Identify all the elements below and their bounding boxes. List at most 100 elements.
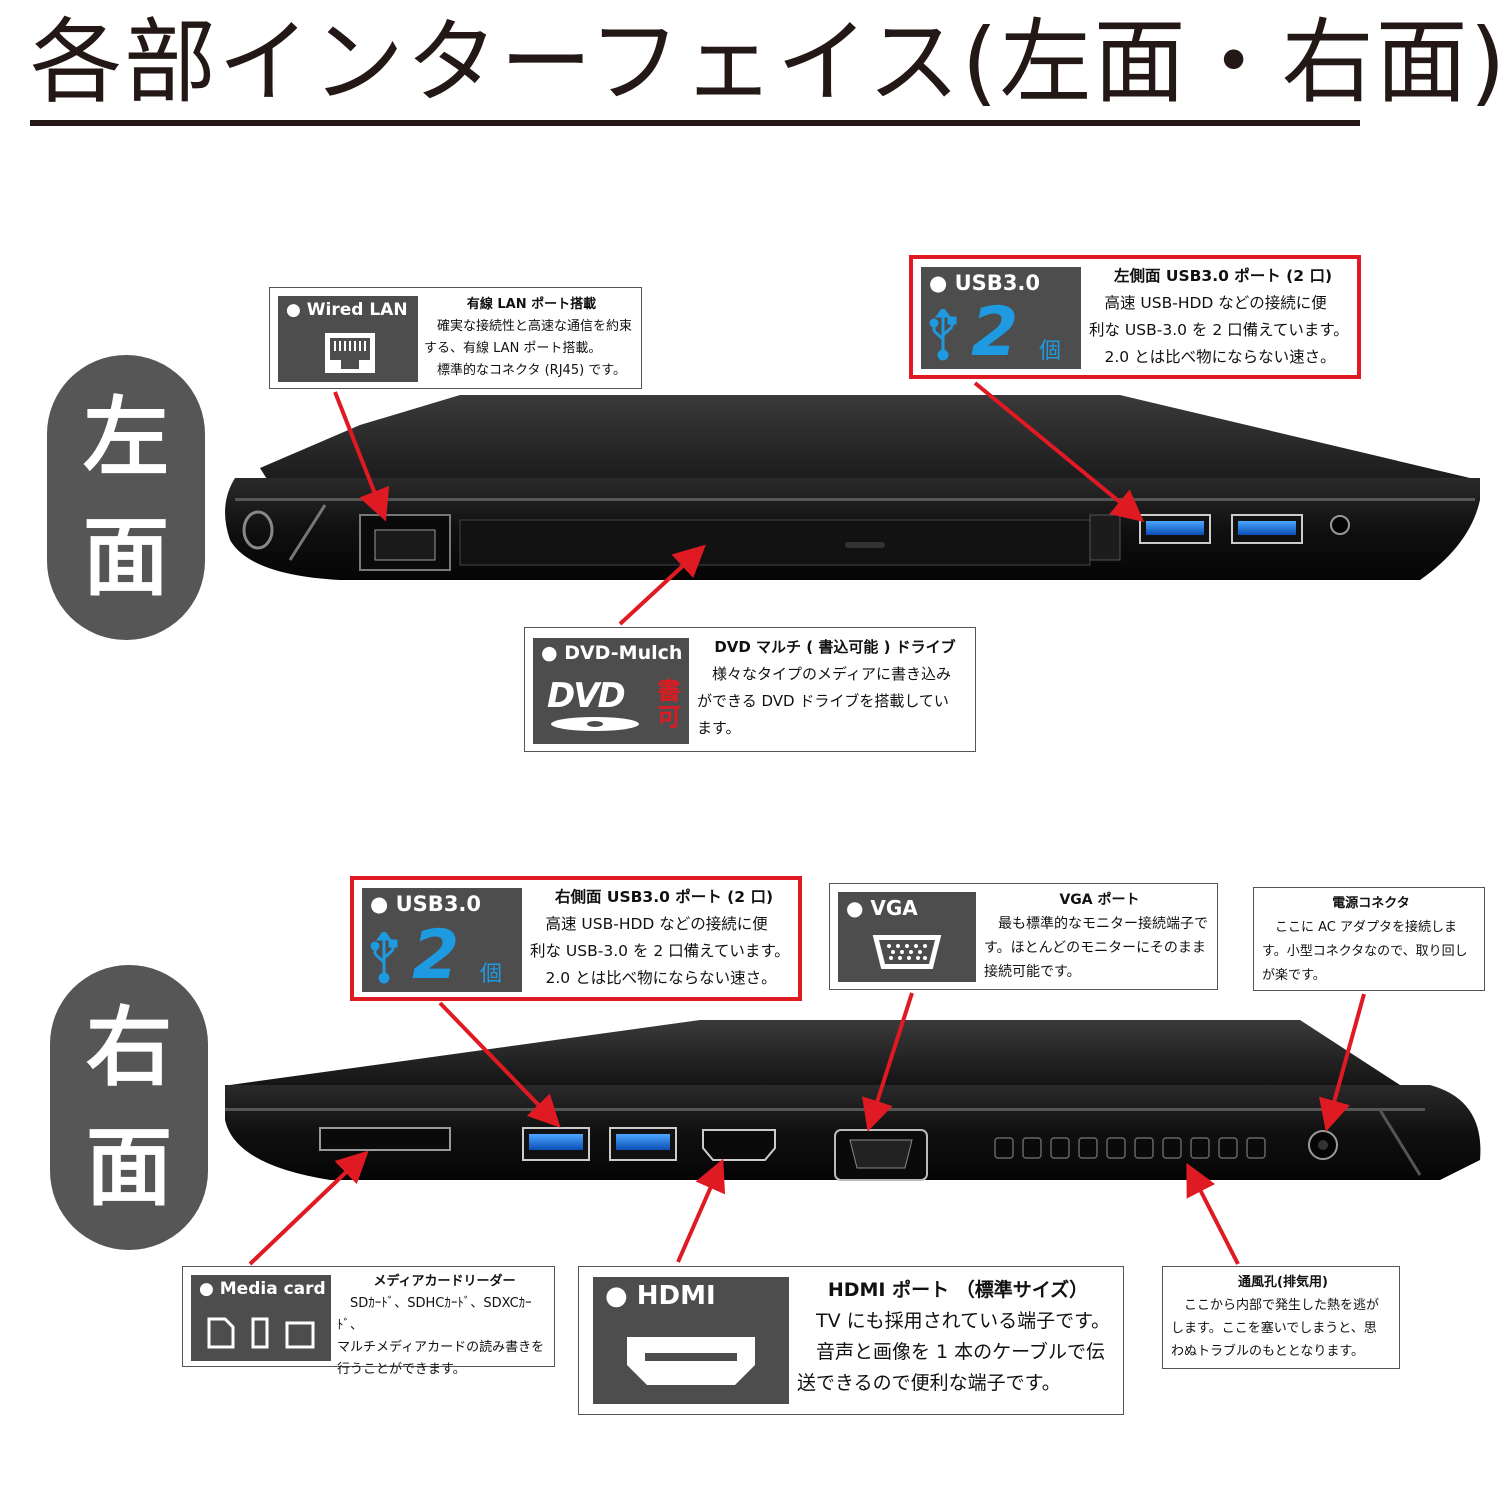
right-usb-line: 2.0 とは比べ物にならない速さ。 [545, 969, 777, 987]
arrow-wired-lan [333, 391, 390, 522]
wired-lan-description: 有線 LAN ポート搭載 確実な接続性と高速な通信を約束 する、有線 LAN ポ… [424, 294, 639, 382]
vent-heading: 通風孔(排気用) [1238, 1275, 1328, 1290]
hdmi-line: 送できるので便利な端子です。 [797, 1372, 1061, 1394]
left-usb-unit: 個 [1039, 339, 1062, 364]
usb-trident-icon [929, 309, 957, 361]
dvd-heading: DVD マルチ ( 書込可能 ) ドライブ [714, 638, 956, 656]
hdmi-card: ● HDMI HDMI ポート （標準サイズ） TV にも採用されている端子です… [578, 1266, 1124, 1415]
arrow-dvd [618, 544, 706, 626]
right-side-label: 右 面 [50, 965, 208, 1250]
vent-line: します。ここを塞いでしまうと、思 [1171, 1321, 1377, 1336]
vent-card: 通風孔(排気用) ここから内部で発生した熱を逃が します。ここを塞いでしまうと、… [1162, 1266, 1400, 1369]
vga-heading: VGA ポート [1059, 892, 1140, 908]
hdmi-line: 音声と画像を 1 本のケーブルで伝 [816, 1341, 1106, 1363]
vent-icon [994, 1137, 1266, 1159]
left-usb-line: 利な USB-3.0 を 2 口備えています。 [1089, 321, 1349, 339]
right-usb-unit: 個 [480, 962, 503, 987]
vga-card: ● VGA VGA ポート 最も標準的なモニター接続端子で す。ほとんどのモニタ… [829, 883, 1218, 990]
hdmi-port-icon [702, 1129, 776, 1161]
hdmi-tile: ● HDMI [593, 1277, 789, 1404]
arrow-right-usb [438, 1001, 561, 1128]
media-card-tile: ● Media card [191, 1275, 331, 1361]
media-card-card: ● Media card メディアカードリーダー SDｶｰﾄﾞ、SDHCｶｰﾄﾞ… [182, 1266, 555, 1377]
power-line: す。小型コネクタなので、取り回し [1262, 944, 1468, 959]
media-card-heading: メディアカードリーダー [373, 1274, 516, 1289]
lan-port-icon [325, 333, 375, 373]
vga-line: 接続可能です。 [984, 964, 1081, 980]
audio-jack-icon [1330, 515, 1350, 535]
hdmi-line: TV にも採用されている端子です。 [816, 1310, 1111, 1332]
hdmi-connector-icon [627, 1337, 755, 1385]
arrow-left-usb [973, 381, 1145, 523]
left-usb-tile: ● USB3.0 2 個 [921, 267, 1081, 372]
arrow-vent [1186, 1162, 1240, 1265]
vent-description: 通風孔(排気用) ここから内部で発生した熱を逃が します。ここを塞いでしまうと、… [1171, 1271, 1395, 1363]
left-usb-card: ● USB3.0 2 個 左側面 USB3.0 ポート (2 口) 高速 USB… [909, 255, 1361, 379]
power-line: ここに AC アダプタを接続しま [1275, 920, 1458, 935]
vga-tile: ● VGA [838, 892, 976, 982]
memory-card-icon [207, 1317, 315, 1349]
media-card-line: 行うことができます。 [337, 1362, 466, 1377]
power-line: が楽です。 [1262, 968, 1326, 983]
vga-connector-icon [872, 935, 942, 969]
dvd-tile-label: ● DVD-Mulch [541, 642, 683, 664]
hdmi-heading: HDMI ポート （標準サイズ） [827, 1279, 1089, 1301]
left-usb-description: 左側面 USB3.0 ポート (2 口) 高速 USB-HDD などの接続に便 … [1089, 263, 1357, 371]
arrow-hdmi [676, 1158, 726, 1263]
arrow-media-card [248, 1150, 369, 1266]
vent-line: わぬトラブルのもととなります。 [1171, 1344, 1365, 1359]
vga-line: す。ほとんどのモニターにそのまま [984, 940, 1206, 956]
left-side-label: 左 面 [47, 355, 205, 640]
left-side-label-top: 左 [83, 387, 169, 488]
vga-line: 最も標準的なモニター接続端子で [998, 916, 1208, 932]
left-side-label-bottom: 面 [83, 507, 169, 608]
hdmi-tile-label: ● HDMI [605, 1281, 716, 1311]
left-usb-heading: 左側面 USB3.0 ポート (2 口) [1113, 267, 1333, 285]
left-usb-line: 高速 USB-HDD などの接続に便 [1104, 294, 1327, 312]
left-laptop [225, 395, 1481, 580]
right-usb-count: 2 [412, 916, 460, 995]
wired-lan-line: する、有線 LAN ポート搭載。 [424, 341, 602, 356]
power-description: 電源コネクタ ここに AC アダプタを接続しま す。小型コネクタなので、取り回し… [1262, 892, 1480, 988]
usb-trident-icon [370, 932, 398, 984]
dvd-card: ● DVD-Mulch DVD 書 可 DVD マルチ ( 書込可能 ) ドライ… [524, 627, 976, 752]
right-usb-heading: 右側面 USB3.0 ポート (2 口) [554, 888, 774, 906]
dvd-description: DVD マルチ ( 書込可能 ) ドライブ 様々なタイプのメディアに書き込み が… [697, 634, 973, 742]
dvd-writable-mark: 書 可 [657, 678, 681, 730]
right-usb-description: 右側面 USB3.0 ポート (2 口) 高速 USB-HDD などの接続に便 … [530, 884, 798, 992]
right-side-label-bottom: 面 [86, 1117, 172, 1218]
wired-lan-tile-label: ● Wired LAN [286, 300, 408, 320]
wired-lan-card: ● Wired LAN 有線 LAN ポート搭載 確実な接続性と高速な通信を約束… [269, 287, 642, 389]
wired-lan-heading: 有線 LAN ポート搭載 [466, 297, 597, 312]
media-card-line: マルチメディアカードの読み書きを [337, 1340, 545, 1355]
dvd-logo-icon: DVD [547, 676, 626, 716]
dvd-line: ます。 [697, 719, 741, 737]
dvd-writable-char: 書 [657, 677, 681, 705]
power-card: 電源コネクタ ここに AC アダプタを接続しま す。小型コネクタなので、取り回し… [1253, 887, 1485, 991]
dvd-disc-icon [551, 717, 639, 731]
right-usb-line: 利な USB-3.0 を 2 口備えています。 [530, 942, 790, 960]
dvd-line: ができる DVD ドライブを搭載してい [697, 692, 949, 710]
wired-lan-tile: ● Wired LAN [278, 296, 418, 382]
dvd-writable-char: 可 [657, 703, 681, 731]
power-heading: 電源コネクタ [1332, 896, 1410, 911]
hdmi-description: HDMI ポート （標準サイズ） TV にも採用されている端子です。 音声と画像… [797, 1275, 1119, 1399]
right-usb-tile: ● USB3.0 2 個 [362, 888, 522, 995]
vent-line: ここから内部で発生した熱を逃が [1184, 1298, 1380, 1313]
dvd-line: 様々なタイプのメディアに書き込み [712, 665, 951, 683]
dvd-drive-icon [459, 519, 1091, 566]
vga-tile-label: ● VGA [846, 896, 918, 920]
left-usb-tile-label: ● USB3.0 [929, 271, 1041, 295]
media-card-description: メディアカードリーダー SDｶｰﾄﾞ、SDHCｶｰﾄﾞ、SDXCｶｰﾄﾞ、 マル… [337, 1271, 552, 1381]
arrow-power [1318, 993, 1366, 1132]
right-usb-card: ● USB3.0 2 個 右側面 USB3.0 ポート (2 口) 高速 USB… [350, 876, 802, 1001]
lock-slot-icon [242, 510, 274, 550]
media-card-tile-label: ● Media card [199, 1279, 326, 1299]
right-side-label-top: 右 [86, 997, 172, 1098]
vga-description: VGA ポート 最も標準的なモニター接続端子で す。ほとんどのモニターにそのまま… [984, 888, 1215, 984]
left-usb-line: 2.0 とは比べ物にならない速さ。 [1104, 348, 1336, 366]
wired-lan-line: 確実な接続性と高速な通信を約束 [437, 319, 633, 334]
left-usb-count: 2 [971, 293, 1019, 372]
right-usb-line: 高速 USB-HDD などの接続に便 [545, 915, 768, 933]
